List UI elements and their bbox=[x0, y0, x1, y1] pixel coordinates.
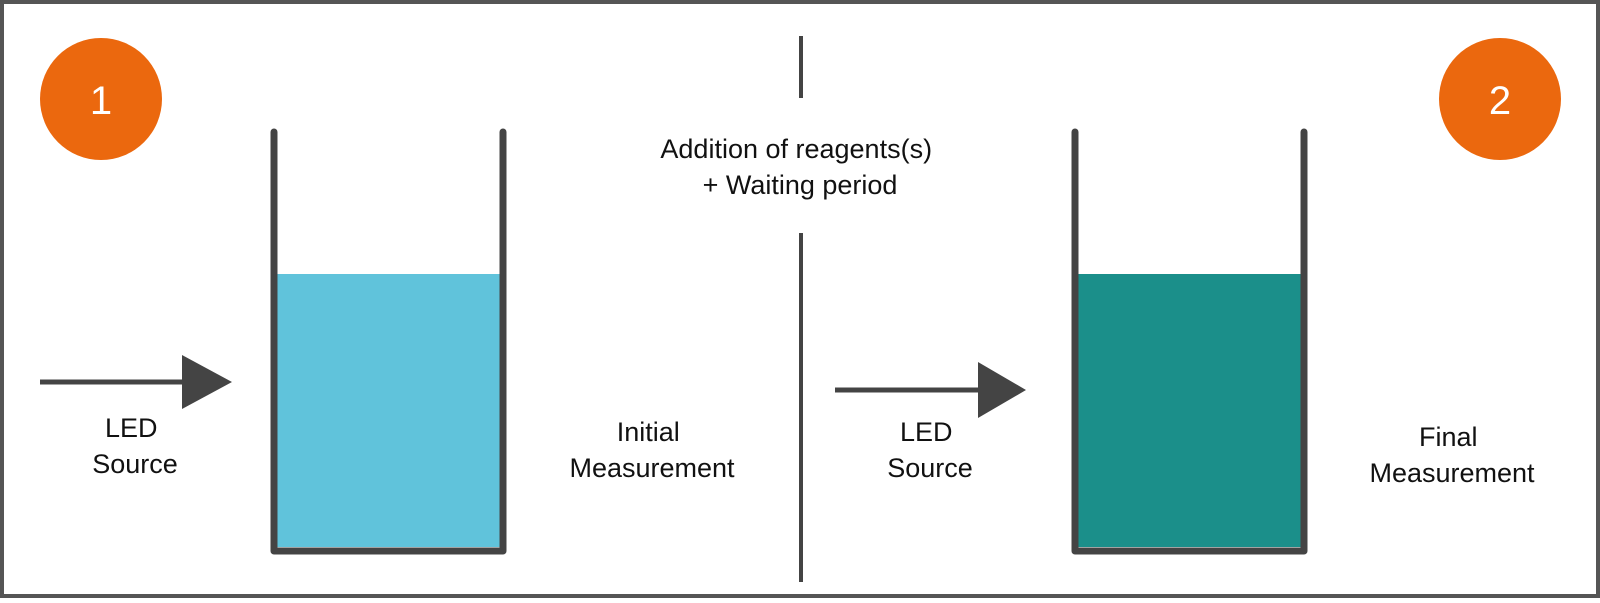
step-2-liquid bbox=[1075, 274, 1302, 547]
reagent-label-line-2: + Waiting period bbox=[703, 170, 898, 200]
reagent-addition-label: Addition of reagents(s) + Waiting period bbox=[660, 134, 939, 200]
step-1-cuvette bbox=[270, 128, 507, 555]
reagent-label-line-1: Addition of reagents(s) bbox=[660, 134, 932, 164]
step-1-badge bbox=[40, 38, 162, 160]
step-1-panel: 1 LED Source Initial Measurement bbox=[40, 38, 735, 555]
step-2-panel: 2 LED Source Final Measurement bbox=[835, 38, 1561, 555]
step-1-measurement-line-1: Initial bbox=[617, 417, 680, 447]
step-2-badge bbox=[1439, 38, 1561, 160]
step-1-number: 1 bbox=[90, 79, 112, 123]
step-1-source-label: LED Source bbox=[92, 413, 178, 479]
step-1-measurement-label: Initial Measurement bbox=[569, 417, 735, 483]
step-2-led-arrow bbox=[835, 362, 1026, 418]
step-2-source-line-1: LED bbox=[900, 417, 953, 447]
step-1-liquid bbox=[274, 274, 501, 547]
step-1-source-line-2: Source bbox=[92, 449, 178, 479]
step-2-measurement-line-1: Final bbox=[1419, 422, 1478, 452]
step-2-cuvette bbox=[1071, 128, 1308, 555]
step-2-source-line-2: Source bbox=[887, 453, 973, 483]
step-1-source-line-1: LED bbox=[105, 413, 158, 443]
center-divider: Addition of reagents(s) + Waiting period bbox=[660, 36, 939, 582]
step-2-measurement-label: Final Measurement bbox=[1369, 422, 1535, 488]
step-2-number: 2 bbox=[1489, 79, 1511, 123]
step-1-measurement-line-2: Measurement bbox=[569, 453, 735, 483]
step-1-led-arrow bbox=[40, 355, 232, 409]
step-2-measurement-line-2: Measurement bbox=[1369, 458, 1535, 488]
step-2-source-label: LED Source bbox=[887, 417, 973, 483]
